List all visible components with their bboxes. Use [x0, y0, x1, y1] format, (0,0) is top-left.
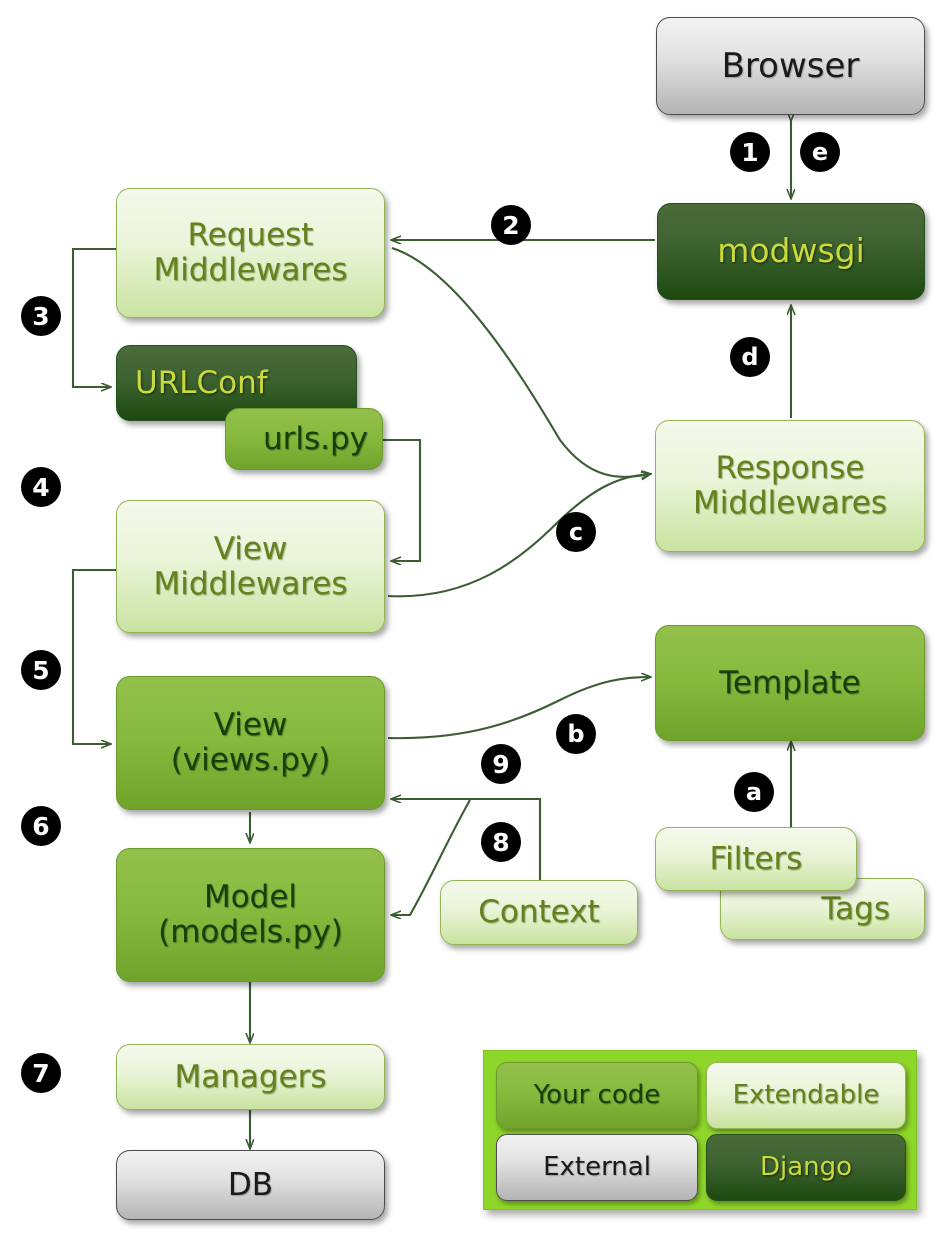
marker-9-label: 9 [492, 749, 510, 779]
legend-item-extendable[interactable]: Extendable [706, 1062, 906, 1129]
node-browser[interactable]: Browser [656, 17, 925, 115]
node-model-label-line1: Model [203, 879, 298, 916]
node-response-middlewares-label-line2: Middlewares [692, 485, 888, 521]
marker-8: 8 [481, 822, 521, 862]
node-response-middlewares-label-line1: Response [715, 450, 865, 487]
node-response-middlewares[interactable]: Response Middlewares [655, 420, 925, 552]
legend-item-extendable-label: Extendable [732, 1079, 880, 1110]
node-request-middlewares[interactable]: Request Middlewares [116, 188, 385, 318]
marker-1-label: 1 [741, 137, 759, 167]
legend-item-external-label: External [543, 1151, 651, 1182]
marker-4: 4 [21, 467, 61, 507]
node-urlconf-label: URLConf [135, 364, 268, 401]
node-managers-label: Managers [174, 1058, 327, 1095]
node-browser-label: Browser [721, 45, 860, 86]
node-modwsgi[interactable]: modwsgi [657, 203, 925, 300]
node-view-label-line1: View [213, 707, 288, 744]
node-view-middlewares-label-line1: View [213, 530, 288, 567]
legend-item-django[interactable]: Django [706, 1134, 906, 1201]
node-context[interactable]: Context [440, 880, 638, 945]
node-modwsgi-label: modwsgi [717, 231, 865, 271]
node-urls-py[interactable]: urls.py [225, 408, 383, 470]
marker-d: d [730, 337, 770, 377]
marker-2-label: 2 [502, 210, 520, 240]
node-filters-label: Filters [709, 840, 803, 877]
marker-c: c [556, 512, 596, 552]
legend-item-external[interactable]: External [496, 1134, 698, 1201]
wire-context-view [392, 799, 542, 880]
legend-item-django-label: Django [759, 1151, 853, 1182]
marker-6-label: 6 [32, 811, 50, 841]
marker-6: 6 [21, 806, 61, 846]
legend-item-your-code-label: Your code [533, 1079, 661, 1110]
node-tags-label: Tags [821, 890, 890, 927]
node-view-middlewares-label-line2: Middlewares [153, 565, 348, 602]
wire-context-model [392, 799, 471, 915]
marker-5-label: 5 [32, 655, 50, 685]
legend-item-your-code[interactable]: Your code [496, 1062, 698, 1129]
node-view-middlewares[interactable]: View Middlewares [116, 500, 385, 633]
node-view-label-line2: (views.py) [170, 742, 331, 778]
node-view[interactable]: View (views.py) [116, 676, 385, 810]
marker-a-label: a [745, 778, 763, 806]
node-db[interactable]: DB [116, 1150, 385, 1220]
node-context-label: Context [478, 894, 600, 931]
marker-b-label: b [567, 720, 585, 748]
marker-c-label: c [568, 518, 584, 546]
marker-e: e [800, 132, 840, 172]
marker-b: b [556, 714, 596, 754]
node-urls-py-label: urls.py [262, 420, 368, 457]
node-filters[interactable]: Filters [655, 827, 857, 891]
marker-7: 7 [21, 1053, 61, 1093]
node-model-label-line2: (models.py) [158, 914, 343, 950]
node-template[interactable]: Template [655, 625, 925, 741]
marker-8-label: 8 [492, 827, 510, 857]
marker-9: 9 [481, 744, 521, 784]
marker-2: 2 [491, 205, 531, 245]
marker-4-label: 4 [32, 472, 50, 502]
wire-view-mw-response-mw [387, 474, 650, 598]
marker-d-label: d [741, 343, 759, 371]
marker-1: 1 [730, 132, 770, 172]
wire-request-mw-response-mw [391, 247, 650, 477]
marker-5: 5 [21, 650, 61, 690]
wire-view-template [387, 677, 650, 740]
marker-a: a [734, 772, 774, 812]
node-db-label: DB [227, 1166, 274, 1203]
marker-3-label: 3 [32, 301, 50, 331]
node-request-middlewares-label-line1: Request [187, 217, 314, 254]
wire-view-mw-view [71, 568, 116, 744]
marker-7-label: 7 [32, 1058, 50, 1088]
wire-request-mw-urlconf [71, 247, 116, 387]
wire-urlspy-view-mw [383, 438, 422, 561]
marker-e-label: e [811, 138, 829, 166]
node-request-middlewares-label-line2: Middlewares [153, 252, 348, 288]
marker-3: 3 [21, 296, 61, 336]
node-model[interactable]: Model (models.py) [116, 848, 385, 982]
node-template-label: Template [719, 664, 861, 701]
legend-panel: Your code Extendable External Django [483, 1050, 917, 1210]
node-managers[interactable]: Managers [116, 1044, 385, 1110]
